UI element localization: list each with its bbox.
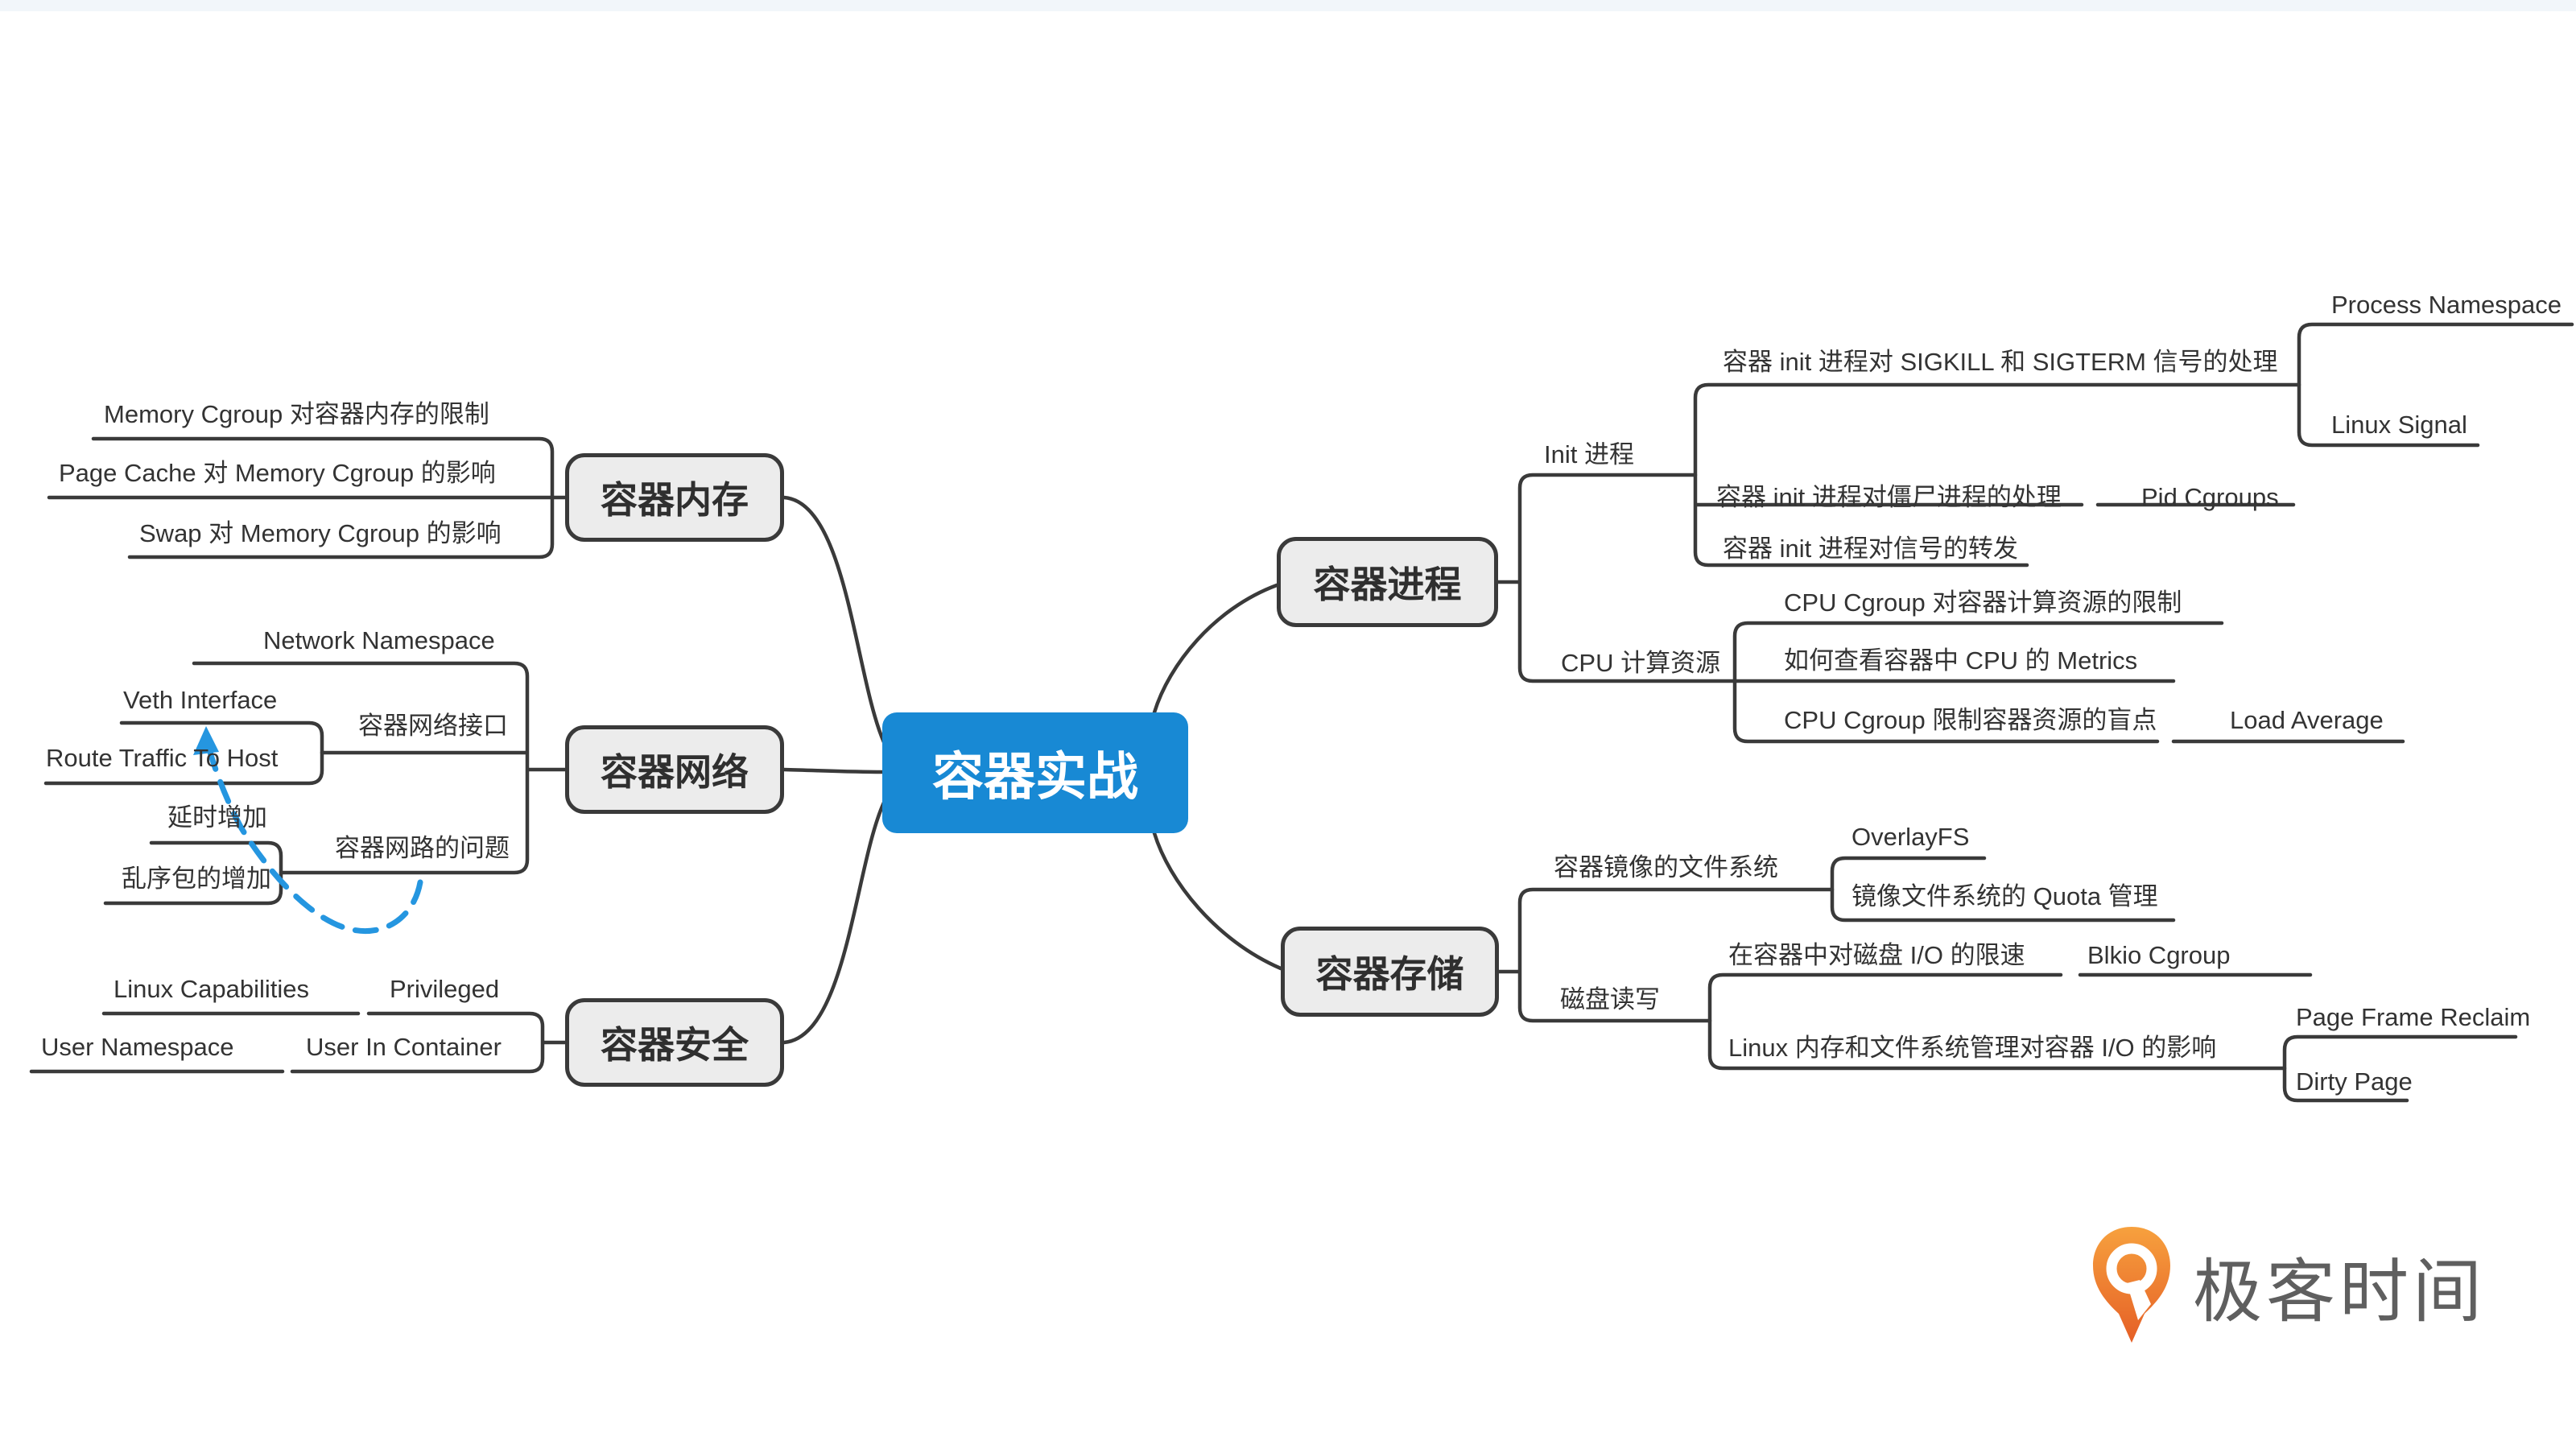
- topic-network: 容器网络: [565, 725, 784, 814]
- leaf-overlayfs: OverlayFS: [1852, 823, 1970, 851]
- leaf-cpu-blind-spot: CPU Cgroup 限制容器资源的盲点: [1784, 706, 2157, 734]
- node-image-fs: 容器镜像的文件系统: [1554, 853, 1778, 881]
- leaf-memory-limit: Memory Cgroup 对容器内存的限制: [104, 400, 489, 428]
- leaf-latency: 延时增加: [167, 803, 267, 832]
- edge-center-process: [1152, 583, 1279, 715]
- leaf-init-forward: 容器 init 进程对信号的转发: [1723, 535, 2018, 563]
- node-network-interface: 容器网络接口: [358, 712, 508, 740]
- leaf-veth-interface: Veth Interface: [123, 686, 278, 714]
- edge-center-storage: [1152, 831, 1283, 971]
- topic-security: 容器安全: [565, 998, 784, 1087]
- edge-imagefs-children: [1830, 856, 2176, 923]
- dashed-arrow-head-icon: [193, 726, 219, 755]
- edge-center-security: [782, 800, 886, 1045]
- leaf-out-of-order: 乱序包的增加: [122, 865, 271, 893]
- topic-storage: 容器存储: [1281, 927, 1499, 1017]
- leaf-blkio-cgroup: Blkio Cgroup: [2087, 941, 2231, 969]
- leaf-linux-signal: Linux Signal: [2331, 411, 2467, 439]
- leaf-pid-cgroups: Pid Cgroups: [2141, 483, 2279, 511]
- edge-center-network: [782, 767, 885, 774]
- geektime-pin-icon: [2093, 1227, 2170, 1343]
- node-init-process: Init 进程: [1544, 440, 1634, 469]
- leaf-process-namespace: Process Namespace: [2331, 291, 2562, 319]
- edge-sigkill-children: [2297, 322, 2574, 448]
- node-cpu-resources: CPU 计算资源: [1561, 649, 1721, 677]
- edge-diskio-children: [1707, 972, 2313, 1071]
- edge-storage-trunk: [1496, 887, 1835, 1023]
- leaf-privileged: Privileged: [390, 975, 500, 1003]
- leaf-user-in-container: User In Container: [306, 1033, 502, 1061]
- edge-center-memory: [782, 495, 886, 745]
- dashed-annotation-arrow: [204, 741, 423, 934]
- central-topic: 容器实战: [882, 712, 1188, 833]
- edge-problems-children: [103, 840, 283, 906]
- topic-process: 容器进程: [1277, 537, 1498, 627]
- edge-security-children: [29, 1011, 568, 1074]
- topic-memory: 容器内存: [565, 453, 784, 542]
- leaf-load-average: Load Average: [2230, 706, 2384, 734]
- geektime-logo: 极客时间: [2091, 1225, 2486, 1344]
- edge-process-trunk: [1496, 473, 1737, 683]
- leaf-route-traffic: Route Traffic To Host: [46, 744, 279, 772]
- node-disk-io: 磁盘读写: [1560, 985, 1660, 1013]
- leaf-init-sigkill: 容器 init 进程对 SIGKILL 和 SIGTERM 信号的处理: [1723, 348, 2278, 376]
- leaf-io-influence: Linux 内存和文件系统管理对容器 I/O 的影响: [1728, 1034, 2217, 1062]
- leaf-quota: 镜像文件系统的 Quota 管理: [1852, 882, 2158, 910]
- geektime-brand-text: 极客时间: [2193, 1253, 2486, 1331]
- leaf-network-namespace: Network Namespace: [263, 626, 495, 654]
- leaf-memory-swap: Swap 对 Memory Cgroup 的影响: [139, 519, 502, 547]
- leaf-cpu-limit: CPU Cgroup 对容器计算资源的限制: [1784, 588, 2182, 617]
- node-network-problems: 容器网路的问题: [335, 834, 510, 862]
- leaf-dirty-page: Dirty Page: [2296, 1067, 2413, 1096]
- edge-memory-children: [47, 436, 568, 559]
- edge-interface-children: [43, 720, 324, 786]
- leaf-page-frame-reclaim: Page Frame Reclaim: [2296, 1003, 2531, 1031]
- leaf-memory-pagecache: Page Cache 对 Memory Cgroup 的影响: [59, 459, 496, 487]
- leaf-cpu-metrics: 如何查看容器中 CPU 的 Metrics: [1784, 646, 2138, 675]
- edge-influence-children: [2282, 1034, 2518, 1103]
- leaf-init-zombie: 容器 init 进程对僵尸进程的处理: [1716, 483, 2062, 511]
- leaf-user-namespace: User Namespace: [41, 1033, 234, 1061]
- leaf-linux-capabilities: Linux Capabilities: [114, 975, 309, 1003]
- leaf-io-throttle: 在容器中对磁盘 I/O 的限速: [1728, 941, 2025, 969]
- edge-network-children: [192, 661, 568, 875]
- edge-init-children: [1693, 382, 2301, 568]
- top-strip: [0, 0, 2576, 11]
- edge-cpu-children: [1732, 621, 2405, 744]
